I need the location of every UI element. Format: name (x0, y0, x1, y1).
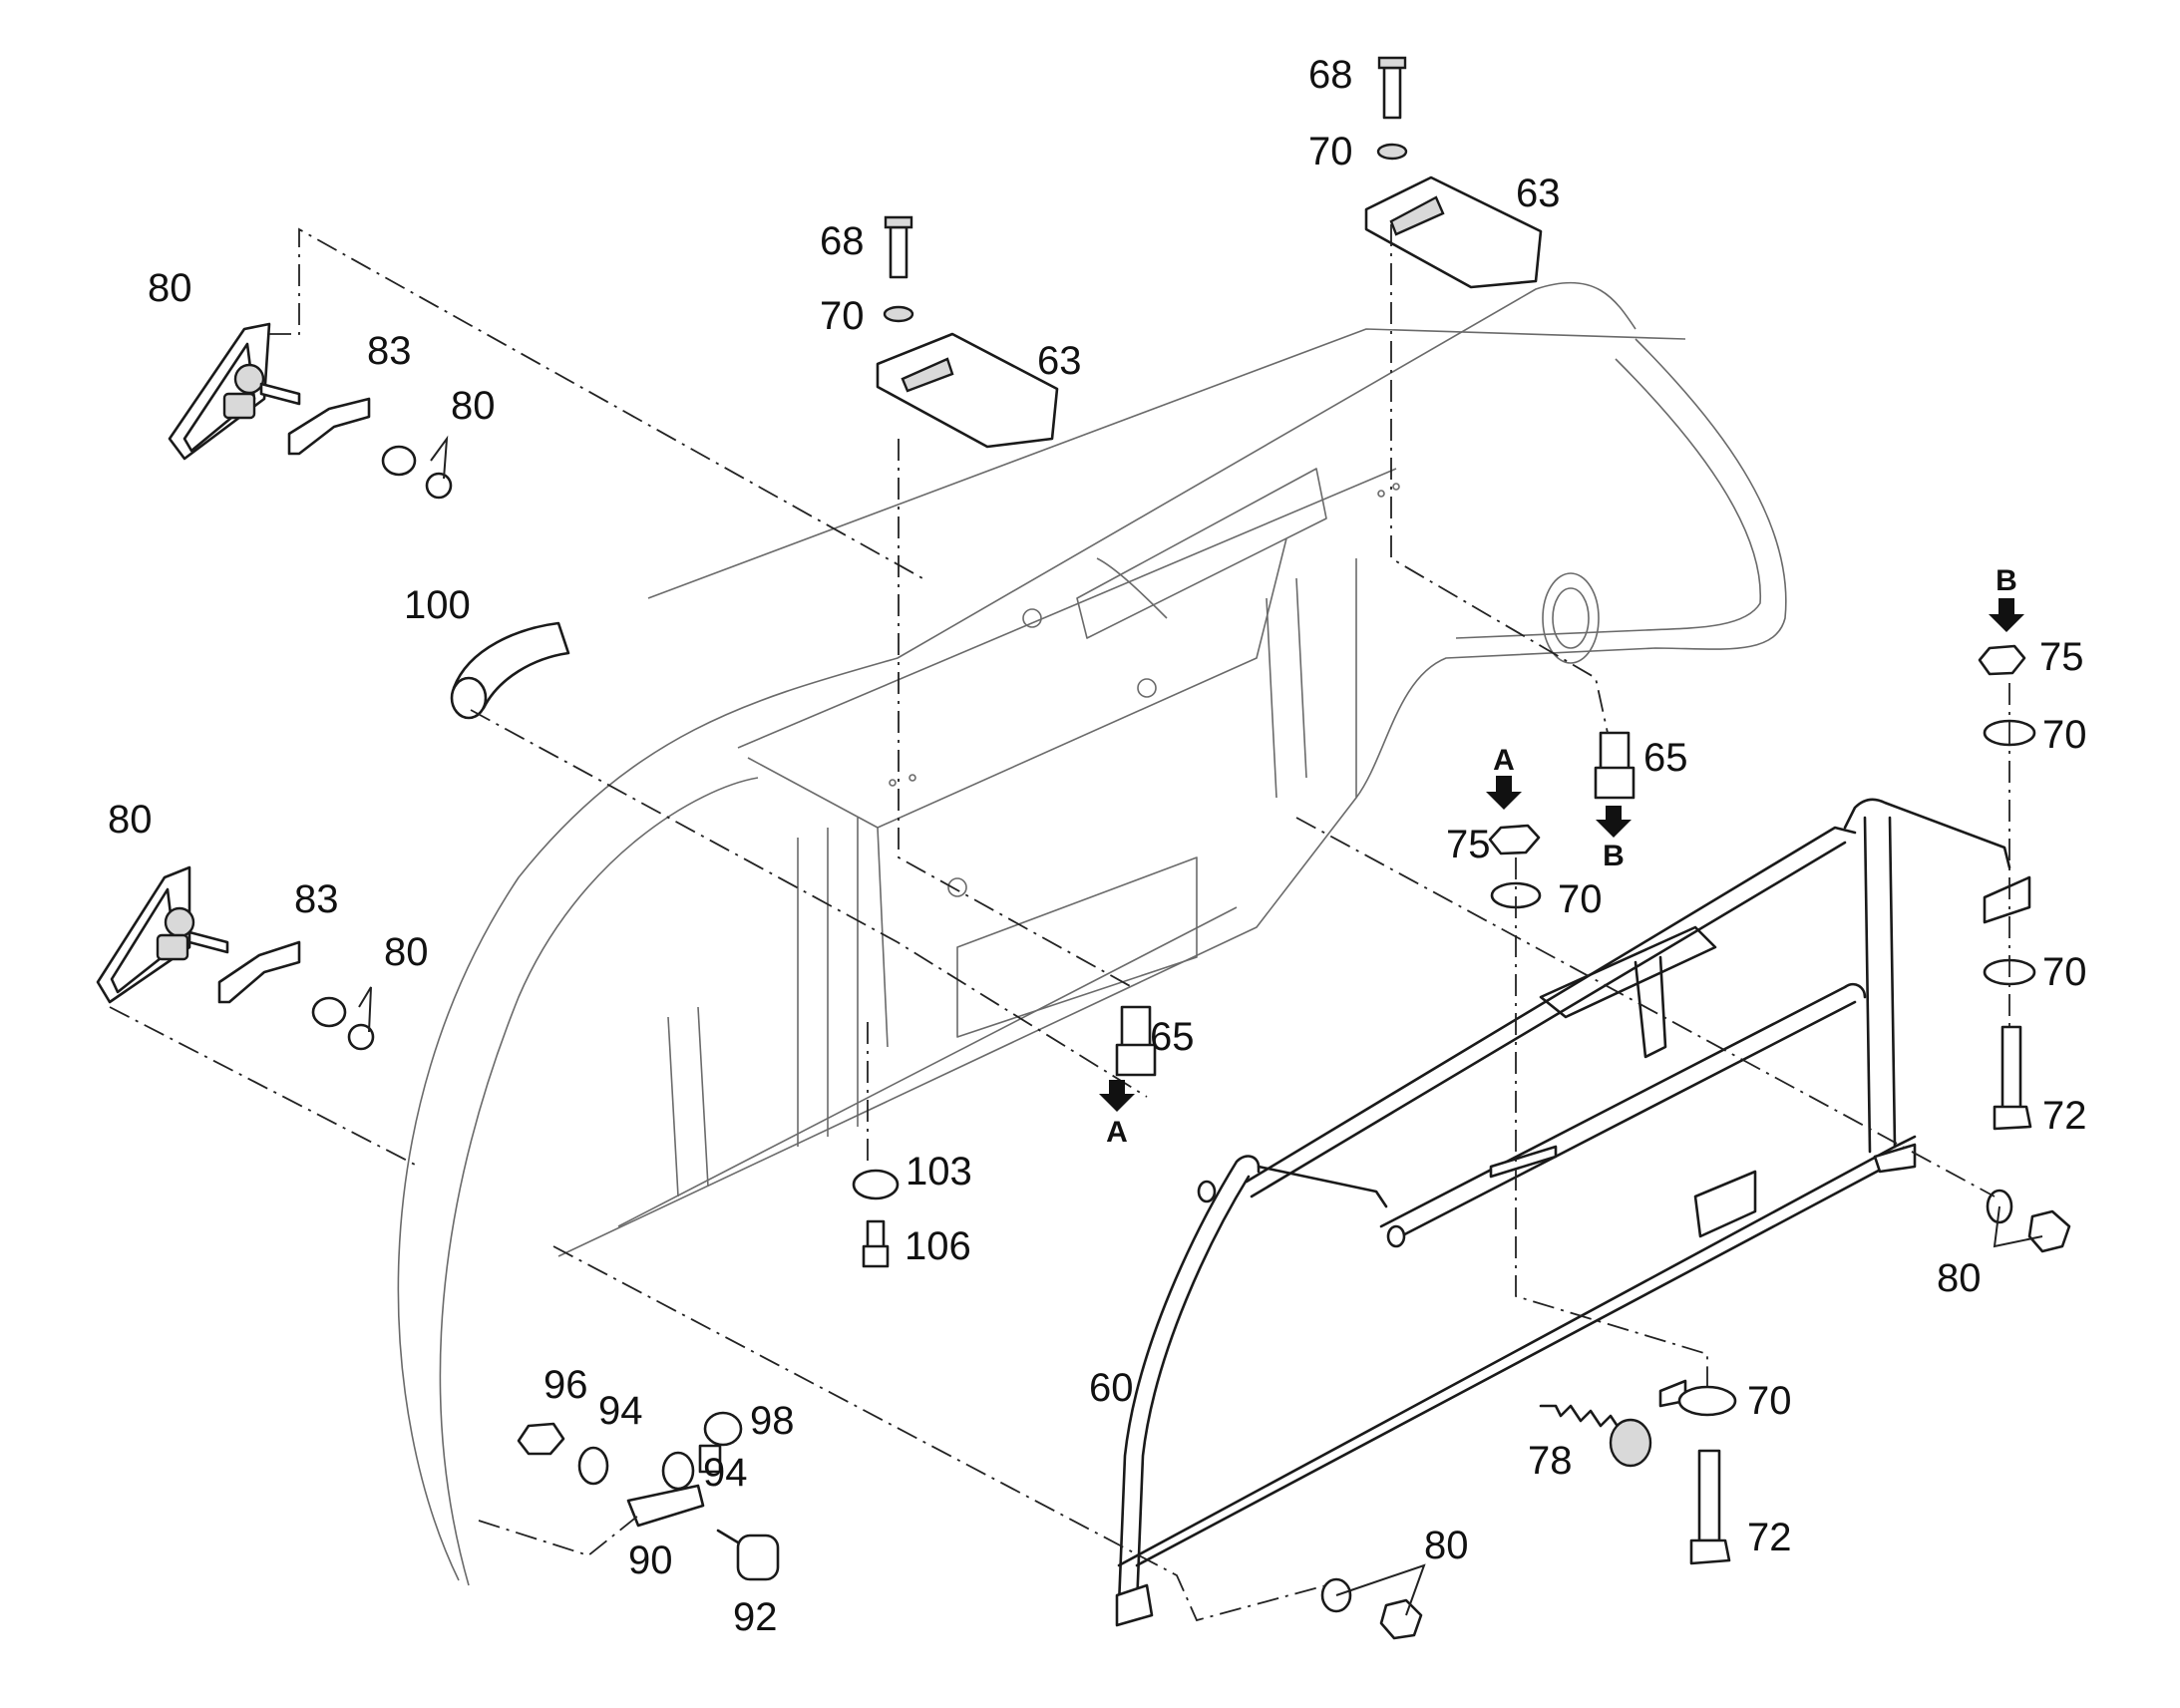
nut-80-right (2027, 1209, 2071, 1253)
callout-label: 94 (598, 1389, 643, 1433)
callout-label: 75 (2039, 635, 2084, 679)
callout-label: 98 (750, 1399, 795, 1443)
callout-label: 70 (1747, 1379, 1792, 1423)
callout-label: 72 (1747, 1516, 1792, 1559)
callout-label: 106 (905, 1224, 971, 1268)
callout-label: 80 (108, 798, 153, 842)
callout-label: 90 (628, 1538, 673, 1582)
callout-label: 70 (1308, 130, 1353, 173)
callout-label: 70 (1558, 877, 1603, 921)
hinge-left-assembly (876, 215, 1059, 449)
callout-label: 70 (820, 294, 865, 338)
hinge-right-assembly (1364, 56, 1543, 289)
roof-canopy (397, 281, 1787, 1586)
callout-label: 83 (294, 877, 339, 921)
callout-label: 65 (1643, 736, 1688, 780)
svg-text:B: B (1603, 840, 1625, 872)
callout-label: 65 (1150, 1015, 1195, 1059)
washer-94-left (577, 1446, 609, 1486)
svg-text:A: A (1493, 744, 1515, 777)
callout-label: 80 (1937, 1256, 1982, 1300)
callout-label: 63 (1516, 171, 1561, 215)
callout-label: 68 (820, 219, 865, 263)
callout-label: 92 (733, 1595, 778, 1639)
ref-arrow-a-top: A (1486, 744, 1522, 810)
callout-label: 100 (404, 583, 471, 627)
callout-label: 68 (1308, 53, 1353, 97)
spring-78 (1539, 1404, 1652, 1468)
callout-labels: 80 83 80 80 83 80 100 68 70 63 68 70 63 … (108, 53, 2087, 1639)
callout-label: 103 (906, 1150, 972, 1194)
nut-75-right (1978, 644, 2026, 676)
washer-103 (852, 1169, 900, 1200)
spacer-65-left (1115, 1005, 1157, 1077)
svg-text:B: B (1996, 564, 2017, 597)
callout-label: 78 (1528, 1439, 1573, 1483)
tube-frame (1115, 798, 2031, 1627)
svg-text:A: A (1106, 1116, 1128, 1149)
bolt-98 (698, 1411, 743, 1474)
callout-label: 80 (451, 384, 496, 428)
assembly-lines (109, 224, 2010, 1622)
bolt-72-right (1993, 1025, 2032, 1131)
work-light-upper (168, 322, 453, 500)
washer-94-right (661, 1451, 695, 1491)
callout-label: 63 (1037, 339, 1082, 383)
callout-label: 83 (367, 329, 412, 373)
callout-label: 72 (2042, 1094, 2087, 1138)
ref-arrow-b-top: B (1989, 564, 2024, 632)
bolt-72-lower (1689, 1449, 1731, 1565)
spacer-65-right (1594, 731, 1635, 800)
knob-92 (716, 1529, 780, 1581)
callout-label: 80 (384, 930, 429, 974)
work-light-lower (96, 865, 375, 1051)
nut-96 (517, 1422, 565, 1456)
callout-label: 60 (1089, 1366, 1134, 1410)
callout-label: 70 (2042, 713, 2087, 757)
leaders (358, 435, 2043, 1616)
clamp-90 (626, 1484, 705, 1528)
callout-label: 80 (148, 266, 192, 310)
callout-label: 80 (1424, 1524, 1469, 1567)
callout-label: 70 (2042, 950, 2087, 994)
callout-label: 96 (544, 1363, 588, 1407)
callout-label: 75 (1446, 823, 1491, 866)
callout-label: 94 (703, 1451, 748, 1495)
nut-75-center (1488, 824, 1541, 855)
nut-80-bottom (1379, 1598, 1423, 1640)
washer-70-lower (1677, 1385, 1737, 1417)
ref-arrow-a-bottom: A (1099, 1080, 1135, 1149)
ref-arrow-b-bottom: B (1596, 806, 1632, 872)
screw-106 (862, 1219, 890, 1268)
